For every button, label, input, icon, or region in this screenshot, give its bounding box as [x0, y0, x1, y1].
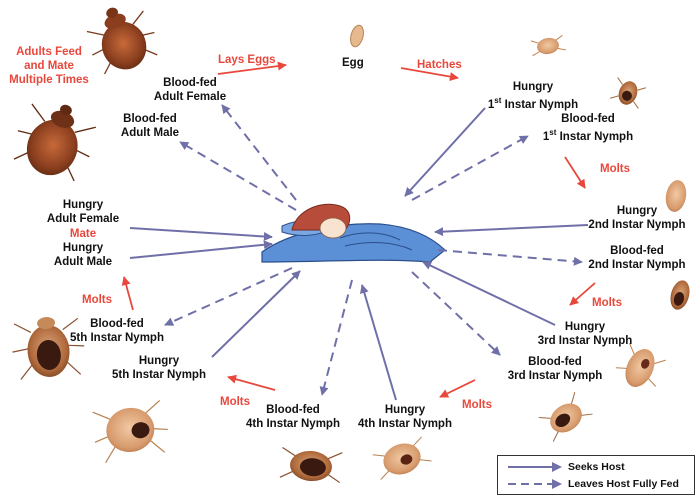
arrow-hungry-5th-seeks-host [211, 270, 301, 358]
hungry-adult-female-label: Hungry Adult Female [46, 199, 120, 225]
nymph-icon [665, 180, 687, 212]
egg-label: Egg [342, 57, 364, 69]
nymph-icon [538, 392, 593, 442]
nymph-icon [530, 34, 567, 57]
arrow-hungry-male-seeks-host [129, 240, 273, 259]
blood-fed-4th-instar-label: Blood-fed 4th Instar Nymph [246, 404, 340, 430]
blood-fed-adult-female-label: Blood-fed Adult Female [153, 77, 227, 103]
legend-leaves-host: Leaves Host Fully Fed [506, 477, 679, 491]
molts-3-label: Molts [462, 399, 493, 411]
nymph-icon [372, 436, 432, 480]
hungry-2nd-instar-label: Hungry 2nd Instar Nymph [588, 205, 686, 231]
blood-fed-3rd-instar-label: Blood-fed 3rd Instar Nymph [507, 356, 603, 382]
legend: Seeks Host Leaves Host Fully Fed [497, 455, 695, 495]
molts-2-label: Molts [592, 297, 623, 309]
solid-arrow-icon [508, 462, 562, 472]
molts-5-label: Molts [82, 294, 113, 306]
arrow-to-blood-fed-male [179, 141, 297, 211]
arrow-to-blood-fed-3rd [411, 271, 501, 356]
nymph-icon [279, 446, 343, 484]
molts-1-label: Molts [600, 163, 631, 175]
arrow-molts-3 [439, 379, 476, 398]
arrow-to-blood-fed-5th [164, 267, 293, 326]
nymph-icon [610, 77, 646, 109]
arrow-molts-4 [227, 374, 276, 391]
arrow-to-blood-fed-1st [411, 135, 529, 201]
hungry-3rd-instar-label: Hungry 3rd Instar Nymph [537, 321, 633, 347]
hatches-label: Hatches [417, 59, 462, 71]
sleeping-person-illustration [261, 203, 446, 263]
blood-fed-5th-instar-label: Blood-fed 5th Instar Nymph [70, 318, 164, 344]
blood-fed-1st-instar-label: Blood-fed 1st Instar Nymph [542, 113, 634, 143]
arrow-hungry-4th-seeks-host [359, 284, 397, 401]
nymph-icon [92, 399, 168, 464]
legend-seeks-host-label: Seeks Host [568, 461, 625, 473]
arrow-to-blood-fed-female [221, 104, 297, 201]
arrow-hungry-1st-seeks-host [404, 107, 486, 197]
adult-bedbug-icon [13, 103, 96, 182]
nymph-icon [615, 343, 666, 387]
arrow-molts-2 [569, 282, 596, 306]
adults-feed-label: Adults Feed and Mate Multiple Times [9, 46, 89, 86]
arrow-hungry-3rd-seeks-host [422, 261, 556, 326]
arrow-molts-5 [121, 276, 134, 311]
hungry-1st-instar-label: Hungry 1st Instar Nymph [487, 81, 579, 111]
dashed-arrow-icon [508, 479, 562, 489]
nymph-icon [12, 317, 85, 380]
mate-label: Mate [69, 228, 97, 240]
arrow-hungry-female-seeks-host [129, 227, 273, 241]
hungry-adult-male-label: Hungry Adult Male [53, 242, 113, 268]
blood-fed-adult-male-label: Blood-fed Adult Male [120, 113, 180, 139]
lays-eggs-label: Lays Eggs [218, 54, 276, 66]
arrow-molts-1 [564, 156, 586, 189]
molts-4-label: Molts [220, 396, 251, 408]
arrow-to-blood-fed-4th [319, 279, 353, 396]
arrows-layer [121, 61, 596, 401]
arrow-lays-eggs [217, 61, 287, 75]
arrow-hungry-2nd-seeks-host [434, 224, 589, 237]
hungry-5th-instar-label: Hungry 5th Instar Nymph [112, 355, 206, 381]
arrow-hatches [400, 67, 459, 82]
nymph-icon [670, 280, 690, 310]
blood-fed-2nd-instar-label: Blood-fed 2nd Instar Nymph [588, 245, 686, 271]
arrow-to-blood-fed-2nd [437, 249, 583, 266]
egg-icon [350, 24, 364, 48]
legend-leaves-host-label: Leaves Host Fully Fed [568, 478, 679, 490]
hungry-4th-instar-label: Hungry 4th Instar Nymph [358, 404, 452, 430]
adult-bedbug-icon [86, 7, 158, 75]
legend-seeks-host: Seeks Host [506, 460, 625, 474]
